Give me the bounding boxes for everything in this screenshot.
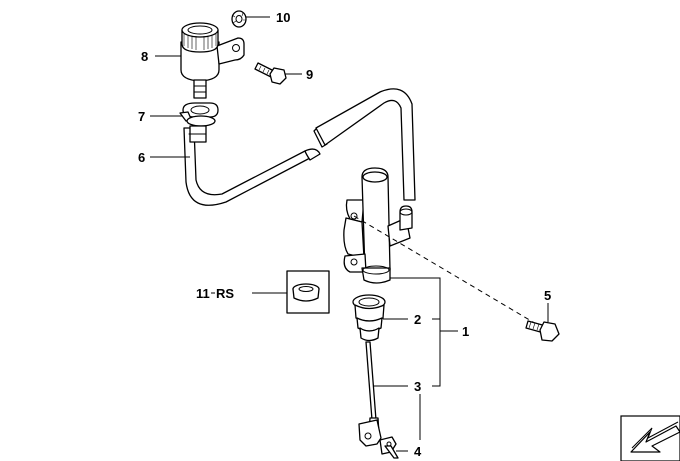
callout-8: 8 [141, 49, 148, 64]
callout-11: 11 [196, 286, 210, 301]
callout-6: 6 [138, 150, 145, 165]
callout-7: 7 [138, 109, 145, 124]
callout-2: 2 [414, 312, 421, 327]
callout-4: 4 [414, 444, 422, 459]
callout-5: 5 [544, 288, 551, 303]
callout-9: 9 [306, 67, 313, 82]
callout-3: 3 [414, 379, 421, 394]
pivot-bolt-part[interactable] [525, 320, 560, 342]
push-rod-part[interactable] [358, 341, 382, 447]
clamp-part[interactable] [179, 102, 219, 127]
callout-rs: RS [216, 286, 234, 301]
leader-lines [150, 16, 549, 452]
reservoir-part[interactable] [180, 22, 245, 99]
arrow-down-left-icon[interactable] [620, 415, 680, 461]
seal-part[interactable] [352, 294, 386, 342]
bolt-part[interactable] [254, 62, 287, 85]
callout-1: 1 [462, 324, 469, 339]
callout-10: 10 [276, 10, 290, 25]
hose-part[interactable] [183, 88, 416, 206]
repair-set-box[interactable] [286, 270, 330, 314]
washer-part[interactable] [231, 10, 247, 28]
clip-part[interactable] [379, 436, 399, 459]
callout-labels: 10 8 9 7 6 11 RS 5 2 1 3 4 [138, 10, 551, 459]
master-cylinder-part[interactable] [343, 167, 413, 284]
